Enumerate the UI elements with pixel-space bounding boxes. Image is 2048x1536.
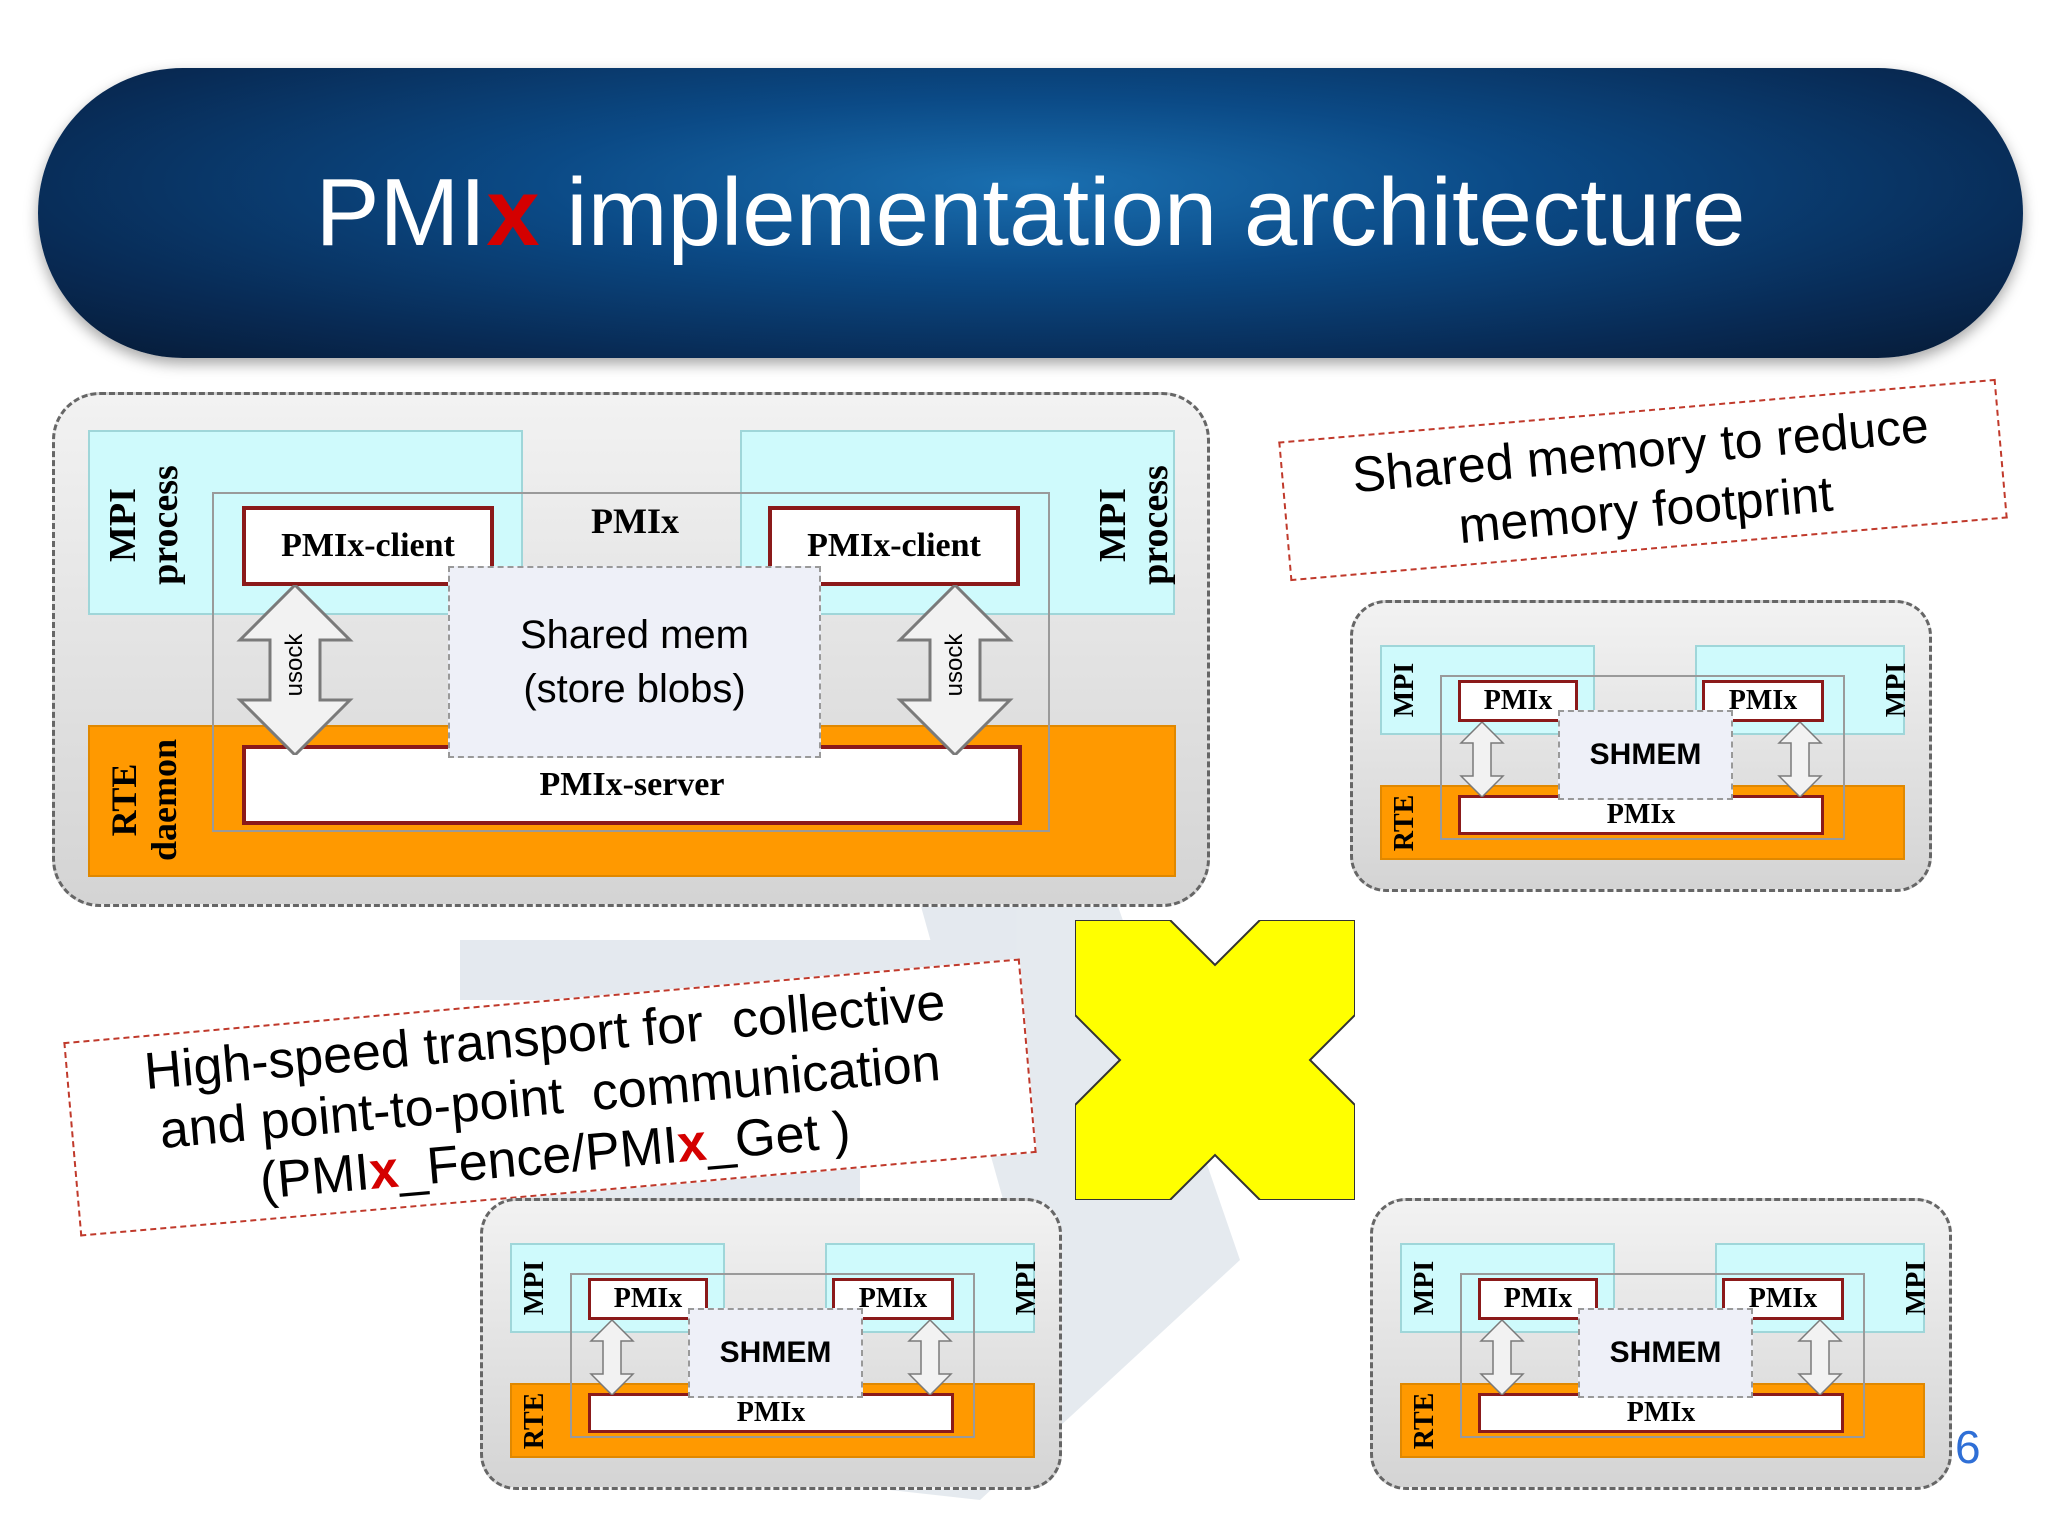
double-arrow-left <box>1479 1320 1525 1395</box>
double-arrow-left <box>1459 722 1505 797</box>
store-blobs-label: (store blobs) <box>523 667 746 711</box>
title-suffix: implementation architecture <box>539 159 1746 266</box>
double-arrow-right <box>896 585 1014 755</box>
four-way-arrow-icon <box>1075 920 1355 1200</box>
pmix-frame <box>570 1273 975 1438</box>
shmem-box: SHMEM <box>1578 1308 1753 1398</box>
line3-part-c: _Get ) <box>703 1101 853 1172</box>
process-label: process <box>1134 465 1176 585</box>
mpi-label-left: MPI <box>1409 1260 1440 1316</box>
mpi-label: MPI <box>1092 488 1135 562</box>
mpi-label: MPI <box>102 488 145 562</box>
rte-label: RTE <box>1409 1392 1440 1450</box>
mpi-label-left: MPI <box>519 1260 550 1316</box>
process-label: process <box>144 465 186 585</box>
rte-label: RTE <box>1389 794 1420 852</box>
node-panel-bottom-middle: MPI MPI RTE PMIx PMIx PMIx SHMEM <box>480 1198 1062 1490</box>
mpi-label-right: MPI <box>1901 1260 1932 1316</box>
pmix-client-right: PMIx-client <box>768 506 1020 586</box>
line3-part-a: (PMI <box>257 1143 372 1211</box>
title-prefix: PMI <box>315 159 487 266</box>
title-x: x <box>486 159 540 266</box>
pmix-frame-label: PMIx <box>591 501 679 541</box>
pmix-frame <box>1460 1273 1865 1438</box>
mpi-label-right: MPI <box>1011 1260 1042 1316</box>
mpi-label-right: MPI <box>1881 662 1912 718</box>
page-number: 6 <box>1955 1421 1981 1473</box>
pmix-server: PMIx <box>588 1393 954 1433</box>
rte-daemon-label: RTE daemon <box>95 730 195 870</box>
double-arrow-left <box>589 1320 635 1395</box>
mpi-label-left: MPI <box>1389 662 1420 718</box>
shared-mem-box: Shared mem (store blobs) <box>448 566 821 758</box>
shmem-box: SHMEM <box>688 1308 863 1398</box>
rte-label: RTE <box>519 1392 550 1450</box>
double-arrow-right <box>907 1320 953 1395</box>
node-panel-bottom-right: MPI MPI RTE PMIx PMIx PMIx SHMEM <box>1370 1198 1952 1490</box>
pmix-client-right: PMIx <box>1702 680 1824 722</box>
double-arrow-right <box>1797 1320 1843 1395</box>
node-panel-top-right: MPI MPI RTE PMIx PMIx PMIx SHMEM <box>1350 600 1932 892</box>
shmem-box: SHMEM <box>1558 710 1733 800</box>
daemon-label: daemon <box>144 739 184 862</box>
double-arrow-left <box>236 585 354 755</box>
callout-shared-memory: Shared memory to reduce memory footprint <box>1278 378 2008 582</box>
mpi-process-right-label: MPI process <box>1080 430 1190 620</box>
pmix-frame <box>212 492 1050 832</box>
rte-label: RTE <box>104 763 145 837</box>
pmix-client-left: PMIx <box>1478 1278 1598 1320</box>
mpi-process-left-label: MPI process <box>90 430 200 620</box>
shared-mem-label: Shared mem <box>520 613 749 657</box>
double-arrow-right <box>1777 722 1823 797</box>
pmix-server: PMIx <box>1458 795 1824 835</box>
usock-label-left: usock <box>281 633 308 697</box>
pmix-server: PMIx <box>1478 1393 1844 1433</box>
title-banner <box>38 68 2023 358</box>
usock-label-right: usock <box>941 633 968 697</box>
pmix-frame <box>1440 675 1845 840</box>
